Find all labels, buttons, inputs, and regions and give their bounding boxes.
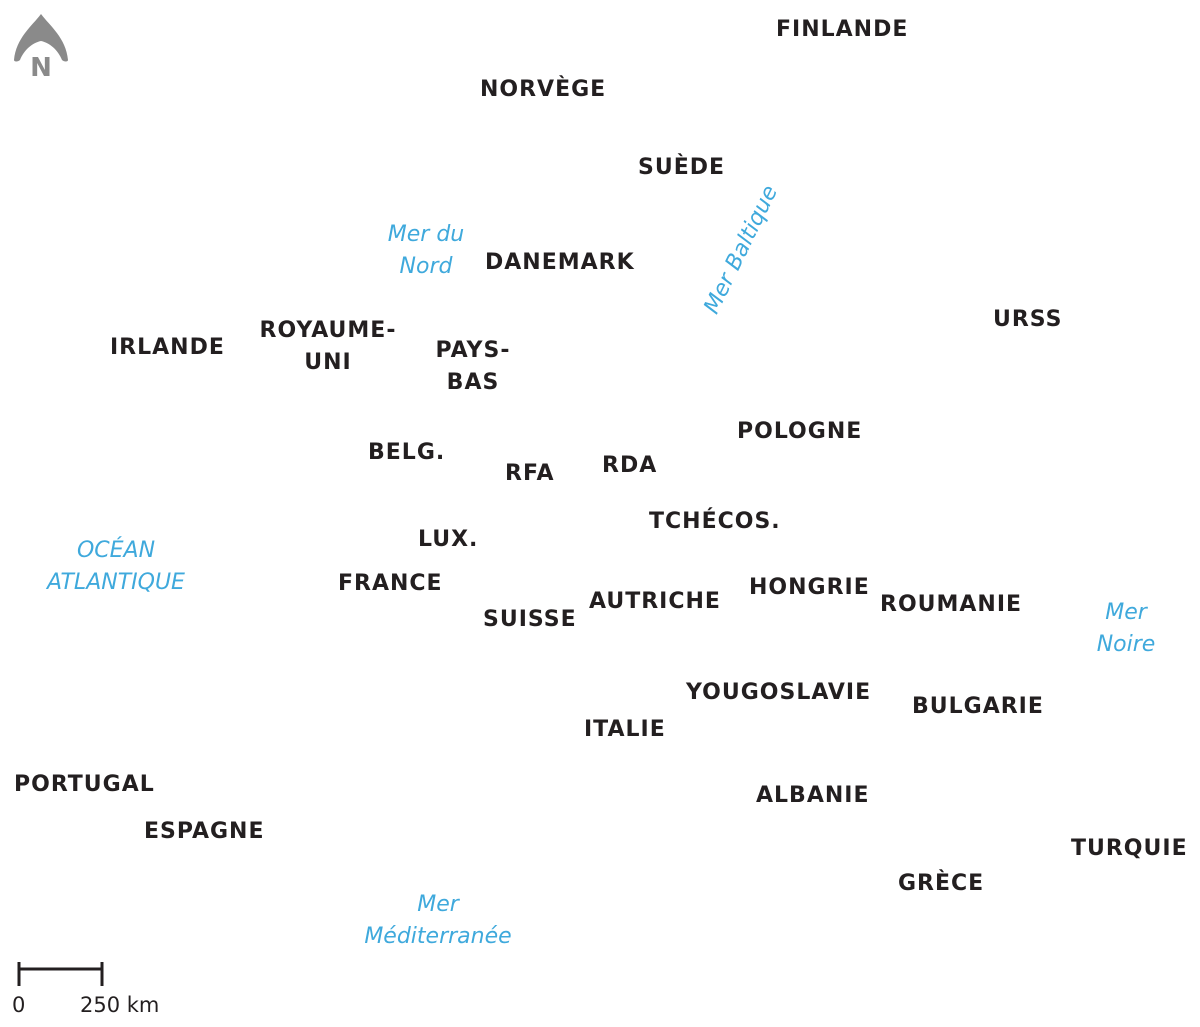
label-finlande: FINLANDE (776, 17, 909, 42)
label-belg: BELG. (368, 440, 446, 465)
scale-start-label: 0 (12, 993, 26, 1017)
label-mer-du-nord: Mer du Nord (370, 219, 482, 283)
label-lux: LUX. (418, 527, 479, 552)
label-pays-bas-line-1: PAYS- (435, 338, 511, 363)
label-ocean-atlantique: OCÉAN ATLANTIQUE (26, 535, 206, 599)
label-royaume-uni: ROYAUME- UNI (254, 315, 402, 379)
label-danemark: DANEMARK (485, 250, 635, 275)
label-ocean-atlantique-line-1: OCÉAN (76, 538, 156, 563)
label-italie: ITALIE (584, 717, 666, 742)
label-mer-noire: Mer Noire (1082, 597, 1170, 661)
label-pologne: POLOGNE (737, 419, 863, 444)
north-label: N (30, 53, 52, 80)
label-urss: URSS (993, 307, 1063, 332)
label-mer-baltique: Mer Baltique (699, 181, 784, 318)
label-pays-bas-line-2: BAS (446, 370, 500, 395)
scale-bar (17, 962, 104, 986)
label-norvege: NORVÈGE (480, 77, 607, 102)
label-rda: RDA (602, 453, 658, 478)
label-grece: GRÈCE (898, 871, 985, 896)
label-portugal: PORTUGAL (14, 772, 155, 797)
label-hongrie: HONGRIE (749, 575, 870, 600)
label-yougoslavie: YOUGOSLAVIE (686, 680, 872, 705)
label-royaume-uni-line-2: UNI (304, 350, 352, 375)
label-bulgarie: BULGARIE (912, 694, 1044, 719)
label-ocean-atlantique-line-2: ATLANTIQUE (47, 570, 185, 595)
label-albanie: ALBANIE (756, 783, 870, 808)
label-roumanie: ROUMANIE (880, 592, 1023, 617)
label-mer-du-nord-line-1: Mer du (387, 222, 465, 247)
label-autriche: AUTRICHE (589, 589, 721, 614)
label-suisse: SUISSE (483, 607, 577, 632)
label-france: FRANCE (338, 571, 443, 596)
label-mer-mediterranee-line-1: Mer (417, 892, 459, 917)
label-irlande: IRLANDE (110, 335, 225, 360)
label-turquie: TURQUIE (1071, 836, 1188, 861)
label-tchecos: TCHÉCOS. (649, 509, 781, 534)
label-pays-bas: PAYS- BAS (428, 335, 518, 399)
label-mer-mediterranee-line-2: Méditerranée (364, 924, 512, 949)
label-espagne: ESPAGNE (144, 819, 265, 844)
scale-end-label: 250 km (80, 993, 160, 1017)
label-royaume-uni-line-1: ROYAUME- (259, 318, 397, 343)
label-mer-noire-line-1: Mer (1105, 600, 1147, 625)
north-arrow-icon: N (14, 14, 68, 80)
label-mer-mediterranee: Mer Méditerranée (344, 889, 532, 953)
label-suede: SUÈDE (638, 155, 726, 180)
label-rfa: RFA (505, 461, 555, 486)
label-mer-noire-line-2: Noire (1096, 632, 1156, 657)
label-mer-du-nord-line-2: Nord (399, 254, 453, 279)
